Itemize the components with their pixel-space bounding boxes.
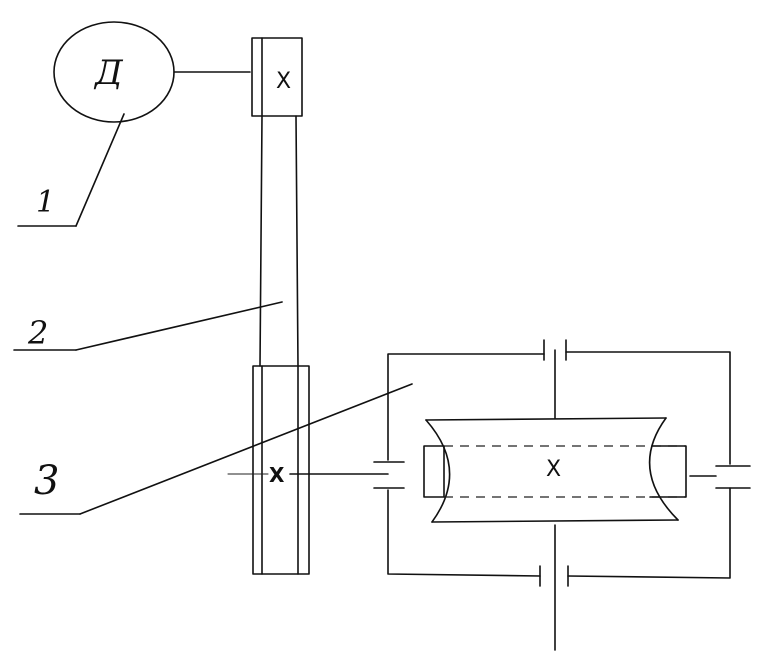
callout-1-leader [75, 113, 125, 227]
drum-assembly: X [373, 339, 751, 651]
callout-1-number: 1 [36, 185, 55, 220]
callout-3: 3 [19, 383, 413, 515]
driven-pulley [252, 365, 310, 575]
frame-top-left [387, 353, 545, 461]
callout-3-leader [79, 383, 413, 515]
callout-2: 2 [13, 301, 283, 352]
drum-right-stub [649, 445, 687, 498]
belt-left-strand [259, 115, 263, 367]
drum-shaft-mark: X [546, 457, 561, 482]
frame-bottom-left [387, 489, 541, 577]
driven-pulley-shaft-mark: X [269, 463, 285, 487]
drum-right-end [648, 417, 679, 521]
belt-drive: X X [227, 37, 389, 575]
callout-3-number: 3 [34, 458, 59, 504]
drum-left-end [425, 419, 451, 523]
drum-bottom-edge [431, 519, 679, 523]
drum-top-edge [425, 417, 667, 421]
motor-pulley-shaft-mark: X [276, 69, 291, 94]
frame-top-right [565, 351, 731, 465]
drum-left-stub [423, 445, 445, 498]
callout-2-number: 2 [27, 314, 48, 352]
motor-symbol: Д [93, 53, 124, 93]
callout-1: 1 [17, 113, 125, 227]
callout-2-leader [75, 301, 283, 351]
motor: Д [53, 21, 251, 123]
frame-bottom-right [567, 487, 731, 579]
motor-pulley [251, 37, 303, 117]
belt-right-strand [295, 115, 299, 367]
